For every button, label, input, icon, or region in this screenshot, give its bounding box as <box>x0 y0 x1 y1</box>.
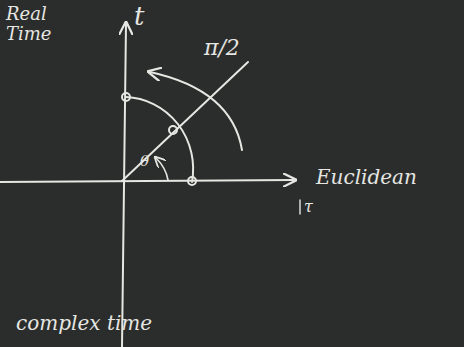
diagonal-ray <box>122 62 248 181</box>
angle-arrow <box>156 158 168 180</box>
axis-letter: τ <box>304 198 313 216</box>
rotation-arc <box>126 97 193 182</box>
point <box>188 177 196 185</box>
rotation-arrow <box>150 72 242 150</box>
angle-symbol: θ <box>140 153 149 170</box>
time-axis <box>122 24 126 347</box>
point <box>169 126 177 134</box>
angle-value: π/2 <box>204 36 240 60</box>
tau-tick <box>299 200 300 214</box>
point <box>122 93 130 101</box>
axis-title: Real Time <box>6 4 64 44</box>
axis-letter: t <box>134 2 144 31</box>
axis-title: Euclidean <box>316 166 417 188</box>
axis-title: complex time <box>16 312 152 334</box>
euclidean-axis <box>0 180 294 182</box>
